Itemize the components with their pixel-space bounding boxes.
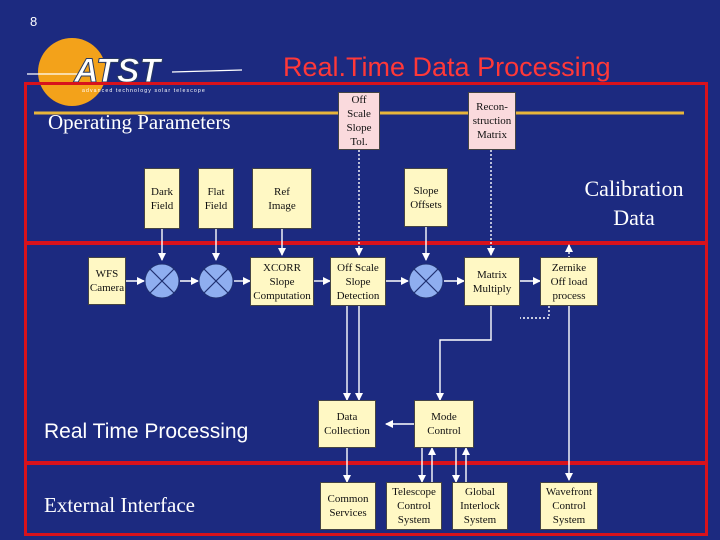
dark-field-subtract-node	[144, 263, 180, 299]
slope-offsets-box: Slope Offsets	[404, 168, 448, 227]
external-interface-region	[24, 462, 708, 536]
xcorr-slope-computation-box: XCORR Slope Computation	[250, 257, 314, 306]
common-services-box: Common Services	[320, 482, 376, 530]
global-interlock-system-box: Global Interlock System	[452, 482, 508, 530]
slide-title: Real.Time Data Processing	[283, 52, 611, 82]
data-collection-box: Data Collection	[318, 400, 376, 448]
flat-field-box: Flat Field	[198, 168, 234, 229]
slide-number: 8	[30, 14, 38, 29]
mode-control-box: Mode Control	[414, 400, 474, 448]
slope-offset-node	[408, 263, 444, 299]
off-scale-slope-tol-box: Off Scale Slope Tol.	[338, 92, 380, 150]
arrow-zernike-feedback	[520, 306, 550, 319]
logo-sun	[38, 38, 106, 106]
calibration-data-label: Calibration Data	[584, 176, 684, 230]
flat-field-correct-node	[198, 263, 234, 299]
off-scale-slope-detection-box: Off Scale Slope Detection	[330, 257, 386, 306]
zernike-offload-box: Zernike Off load process	[540, 257, 598, 306]
matrix-multiply-box: Matrix Multiply	[464, 257, 520, 306]
logo-tagline: advanced technology solar telescope	[82, 88, 206, 94]
ref-image-box: Ref Image	[252, 168, 312, 229]
operating-parameters-label: Operating Parameters	[48, 110, 231, 134]
wavefront-control-system-box: Wavefront Control System	[540, 482, 598, 530]
wfs-camera-box: WFS Camera	[88, 257, 126, 305]
external-interface-label: External Interface	[44, 493, 195, 517]
dark-field-box: Dark Field	[144, 168, 180, 229]
real-time-processing-label: Real Time Processing	[44, 420, 249, 443]
telescope-control-system-box: Telescope Control System	[386, 482, 442, 530]
reconstruction-matrix-box: Recon- struction Matrix	[468, 92, 516, 150]
arrow-matrix-to-mode-control	[436, 306, 492, 401]
